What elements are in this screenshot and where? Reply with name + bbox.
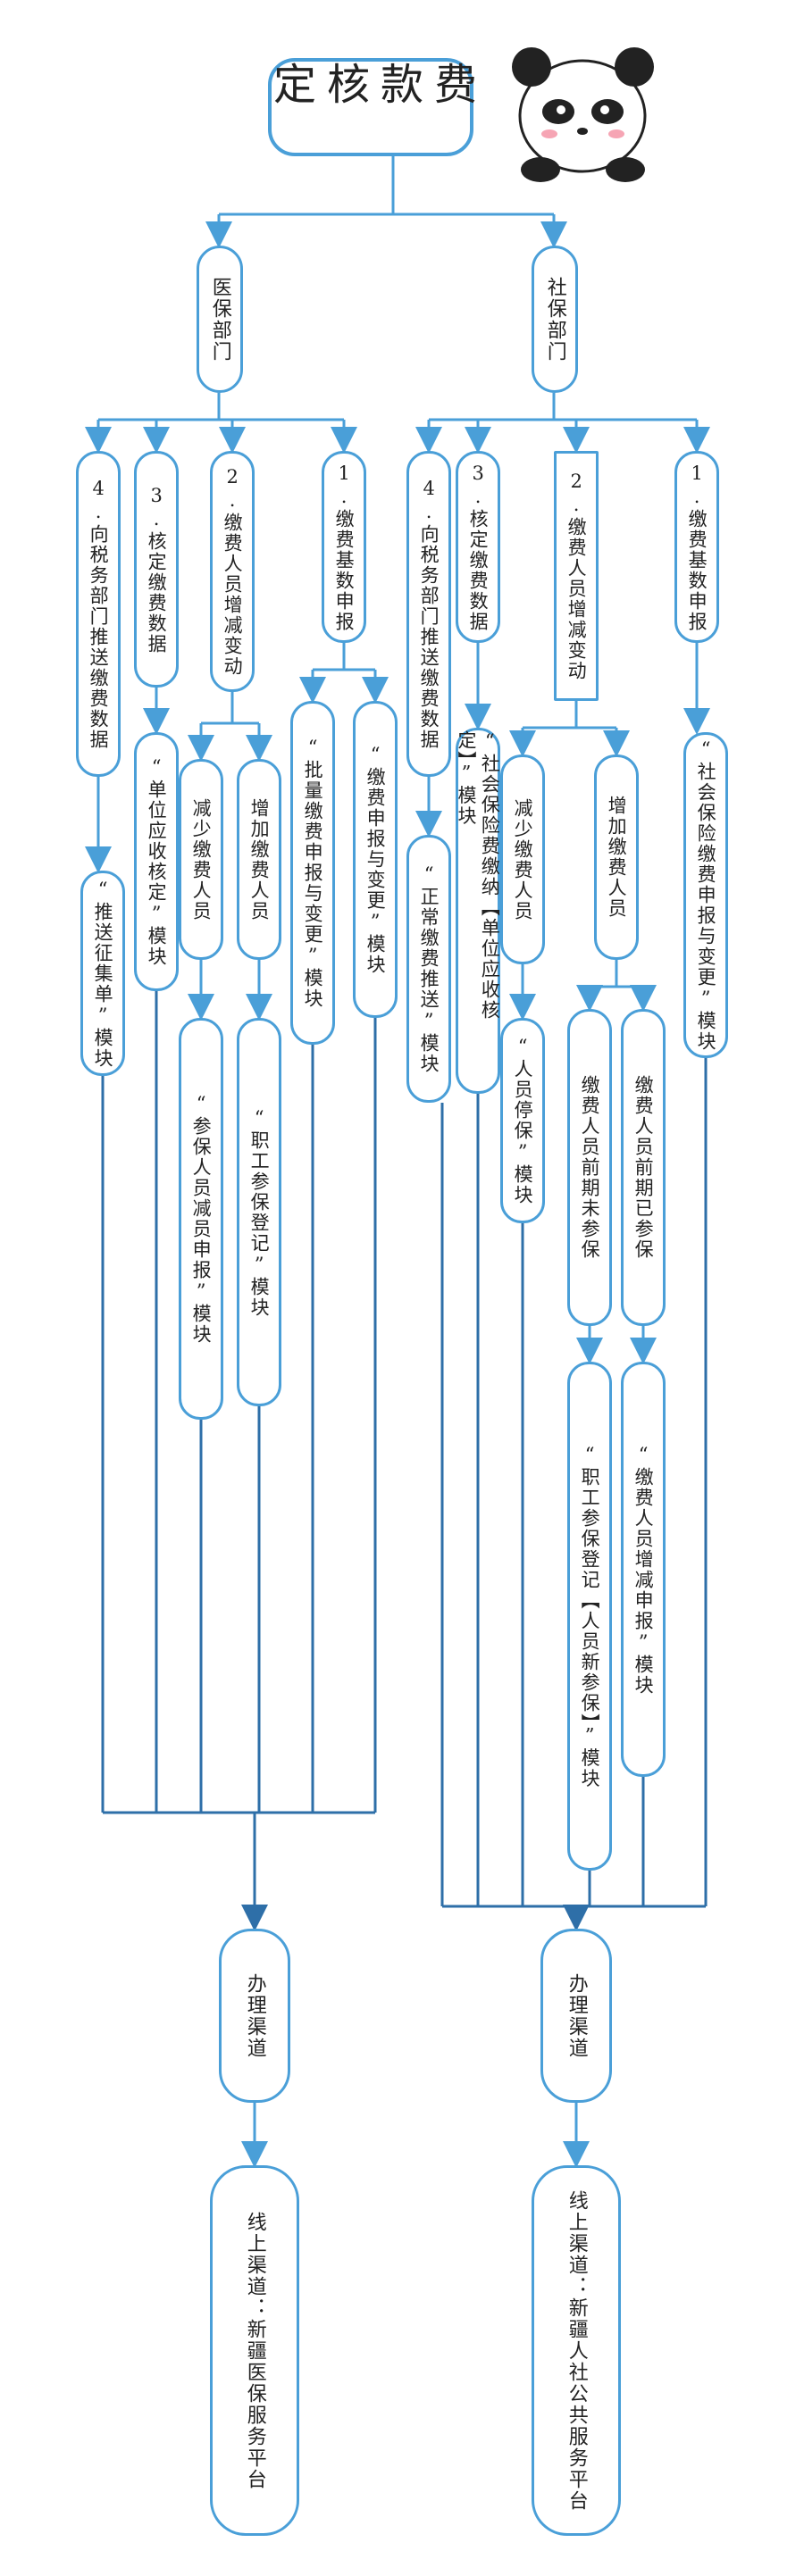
social-base-module-label: “社会保险缴费申报与变更”模块 bbox=[695, 738, 717, 1052]
social-add-prev-module: “缴费人员增减申报”模块 bbox=[621, 1362, 666, 1777]
medical-add-node: 增加缴费人员 bbox=[237, 759, 281, 960]
social-reduce-node: 减少缴费人员 bbox=[500, 754, 545, 964]
medical-reduce-node: 减少缴费人员 bbox=[179, 759, 223, 960]
medical-push-module-label: “推送征集单”模块 bbox=[92, 878, 114, 1069]
social-online-node: 线上渠道： 新疆人社公共服务平台 bbox=[532, 2165, 621, 2536]
page-title: 费款核定 bbox=[265, 58, 476, 156]
social-dept-label: 社保部门 bbox=[543, 276, 566, 363]
medical-channel-node: 办理渠道 bbox=[219, 1929, 290, 2103]
medical-online-platform: 新疆医保服务平台 bbox=[243, 2318, 266, 2490]
social-add-prev-node: 缴费人员前期已参保 bbox=[621, 1009, 666, 1326]
medical-online-label: 线上渠道： bbox=[243, 2211, 266, 2319]
social-online-label: 线上渠道： bbox=[565, 2189, 588, 2297]
social-base-module: “社会保险缴费申报与变更”模块 bbox=[683, 732, 728, 1058]
social-verify-module-label: “社会保险费缴纳【单位应收核定】”模块 bbox=[456, 730, 501, 1021]
medical-add-label: 增加缴费人员 bbox=[248, 797, 271, 921]
social-add-new-module: “职工参保登记【人员新参保】”模块 bbox=[567, 1362, 612, 1871]
medical-verify-module: “单位应收核定”模块 bbox=[134, 732, 179, 991]
social-add-new-label: 缴费人员前期未参保 bbox=[579, 1075, 601, 1260]
medical-base-module-1-label: “缴费申报与变更”模块 bbox=[364, 744, 387, 975]
social-channel-node: 办理渠道 bbox=[540, 1929, 612, 2103]
medical-item-4-label: 4.向税务部门推送缴费数据 bbox=[88, 478, 110, 750]
medical-verify-module-label: “单位应收核定”模块 bbox=[146, 756, 168, 967]
medical-base-module-2-label: “批量缴费申报与变更”模块 bbox=[302, 737, 324, 1009]
social-item-1: 1.缴费基数申报 bbox=[674, 451, 719, 643]
social-reduce-module-label: “人员停保”模块 bbox=[512, 1036, 534, 1205]
medical-reduce-module-label: “参保人员减员申报”模块 bbox=[190, 1093, 213, 1345]
medical-online-node: 线上渠道： 新疆医保服务平台 bbox=[210, 2165, 299, 2536]
social-reduce-module: “人员停保”模块 bbox=[500, 1018, 545, 1223]
social-push-module: “正常缴费推送”模块 bbox=[406, 835, 451, 1103]
social-item-1-label: 1.缴费基数申报 bbox=[686, 462, 708, 632]
social-add-new-module-label: “职工参保登记【人员新参保】”模块 bbox=[579, 1443, 601, 1789]
social-item-4: 4.向税务部门推送缴费数据 bbox=[406, 451, 451, 777]
medical-reduce-module: “参保人员减员申报”模块 bbox=[179, 1018, 223, 1420]
medical-dept-label: 医保部门 bbox=[208, 276, 231, 363]
medical-item-2-label: 2.缴费人员增减变动 bbox=[222, 466, 244, 677]
social-item-2: 2.缴费人员增减变动 bbox=[554, 451, 599, 701]
medical-push-module: “推送征集单”模块 bbox=[80, 871, 125, 1076]
social-add-prev-module-label: “缴费人员增减申报”模块 bbox=[632, 1443, 655, 1696]
medical-item-3-label: 3.核定缴费数据 bbox=[146, 484, 168, 654]
medical-item-1-label: 1.缴费基数申报 bbox=[333, 462, 356, 632]
medical-base-module-1: “缴费申报与变更”模块 bbox=[353, 701, 398, 1018]
social-add-new-node: 缴费人员前期未参保 bbox=[567, 1009, 612, 1326]
medical-add-module: “职工参保登记”模块 bbox=[237, 1018, 281, 1406]
social-verify-module: “社会保险费缴纳【单位应收核定】”模块 bbox=[456, 728, 500, 1094]
social-item-3: 3.核定缴费数据 bbox=[456, 451, 500, 643]
medical-item-2: 2.缴费人员增减变动 bbox=[210, 451, 255, 692]
medical-base-module-2: “批量缴费申报与变更”模块 bbox=[290, 701, 335, 1045]
medical-add-module-label: “职工参保登记”模块 bbox=[248, 1106, 271, 1318]
panda-mascot-icon bbox=[512, 47, 654, 182]
social-add-prev-label: 缴费人员前期已参保 bbox=[632, 1075, 655, 1260]
medical-item-4: 4.向税务部门推送缴费数据 bbox=[76, 451, 121, 777]
social-dept-node: 社保部门 bbox=[532, 246, 578, 393]
title-text: 费款核定 bbox=[265, 62, 476, 110]
social-item-4-label: 4.向税务部门推送缴费数据 bbox=[418, 478, 440, 750]
medical-item-1: 1.缴费基数申报 bbox=[322, 451, 366, 643]
medical-channel-label: 办理渠道 bbox=[243, 1972, 266, 2059]
medical-reduce-label: 减少缴费人员 bbox=[190, 797, 213, 921]
social-channel-label: 办理渠道 bbox=[565, 1972, 588, 2059]
social-item-3-label: 3.核定缴费数据 bbox=[467, 462, 490, 632]
social-online-platform: 新疆人社公共服务平台 bbox=[565, 2297, 588, 2512]
medical-dept-node: 医保部门 bbox=[197, 246, 243, 393]
social-add-node: 增加缴费人员 bbox=[594, 754, 639, 960]
medical-item-3: 3.核定缴费数据 bbox=[134, 451, 179, 688]
social-add-label: 增加缴费人员 bbox=[606, 796, 628, 919]
social-push-module-label: “正常缴费推送”模块 bbox=[418, 863, 440, 1074]
social-reduce-label: 减少缴费人员 bbox=[512, 797, 534, 921]
social-item-2-label: 2.缴费人员增减变动 bbox=[565, 471, 588, 681]
